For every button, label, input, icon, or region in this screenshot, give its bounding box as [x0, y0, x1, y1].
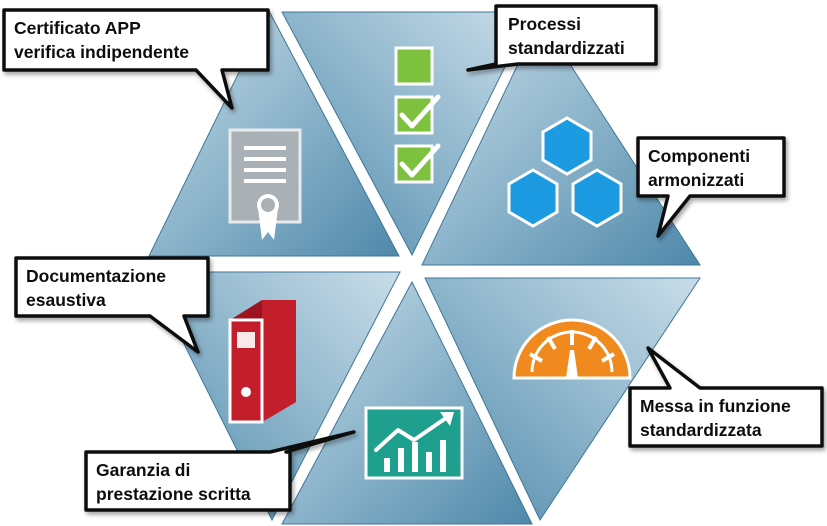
checklist-icon	[394, 46, 441, 184]
hexagons-icon	[507, 116, 623, 228]
callout-certificate-line1: Certificato APP	[14, 18, 141, 38]
callout-commissioning-line1: Messa in funzione	[640, 396, 791, 416]
callout-commissioning-line2: standardizzata	[640, 420, 762, 440]
callout-guarantee-line2: prestazione scritta	[96, 484, 251, 504]
callout-components: Componenti armonizzati	[636, 136, 786, 238]
callout-certificate-line2: verifica indipendente	[14, 42, 189, 62]
callout-documentation-line2: esaustiva	[26, 290, 106, 310]
callout-processes-line1: Processi	[508, 14, 581, 34]
callout-components-line2: armonizzati	[648, 170, 744, 190]
certificate-icon	[228, 128, 302, 240]
segment-guarantee	[281, 280, 533, 525]
gauge-icon	[512, 318, 632, 380]
callout-components-line1: Componenti	[648, 146, 750, 166]
callout-processes-line2: standardizzati	[508, 38, 625, 58]
callout-guarantee: Garanzia di prestazione scritta	[84, 430, 356, 512]
chart-icon	[364, 406, 464, 480]
callout-certificate: Certificato APP verifica indipendente	[2, 8, 270, 110]
callout-guarantee-line1: Garanzia di	[96, 460, 190, 480]
callout-documentation: Documentazione esaustiva	[14, 256, 210, 354]
callout-documentation-line1: Documentazione	[26, 266, 166, 286]
segment-commissioning	[424, 277, 701, 522]
binder-icon	[228, 300, 296, 424]
callout-commissioning: Messa in funzione standardizzata	[628, 346, 824, 448]
callout-processes: Processi standardizzati	[466, 4, 658, 72]
